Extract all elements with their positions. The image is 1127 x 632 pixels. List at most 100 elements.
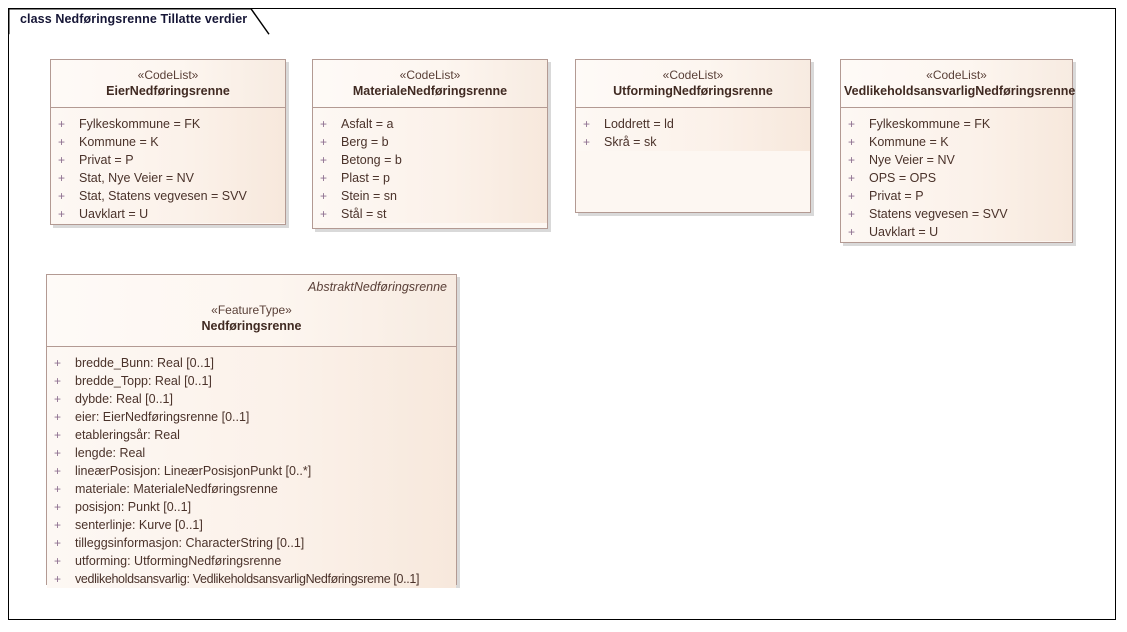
attribute-label: lineærPosisjon: LineærPosisjonPunkt [0..… <box>75 464 312 478</box>
class-attributes: +bredde_Bunn: Real [0..1]+bredde_Topp: R… <box>47 347 456 588</box>
class-attribute-row[interactable]: +Stat, Nye Veier = NV <box>51 169 285 187</box>
class-attribute-row[interactable]: +Plast = p <box>313 169 547 187</box>
class-attribute-row[interactable]: + Fylkeskommune = FK <box>841 115 1072 133</box>
class-box-materiale-nedforingsrenne[interactable]: «CodeList» MaterialeNedføringsrenne + Asf… <box>312 59 548 229</box>
class-attribute-row[interactable]: +Fylkeskommune = FK <box>51 115 285 133</box>
class-attribute-row[interactable]: +OPS = OPS <box>841 169 1072 187</box>
attribute-visibility: + <box>320 207 328 221</box>
attribute-visibility: + <box>54 536 62 550</box>
class-attribute-row[interactable]: + Asfalt = a <box>313 115 547 133</box>
class-attribute-row[interactable]: +Betong = b <box>313 151 547 169</box>
attribute-visibility: + <box>848 207 856 221</box>
attribute-visibility: + <box>54 374 62 388</box>
attribute-visibility: + <box>58 207 66 221</box>
class-attribute-row[interactable]: + dybde: Real [0..1] <box>47 390 456 408</box>
attribute-label: Berg = b <box>341 135 389 149</box>
attribute-visibility: + <box>58 171 66 185</box>
attribute-label: posisjon: Punkt [0..1] <box>75 500 192 514</box>
class-attribute-row[interactable]: + eier: EierNedføringsrenne [0..1] <box>47 408 456 426</box>
attribute-label: Fylkeskommune = FK <box>79 117 201 131</box>
class-attribute-row[interactable]: +Kommune = K <box>51 133 285 151</box>
class-header: «CodeList» MaterialeNedføringsrenne <box>313 60 547 108</box>
attribute-visibility: + <box>583 135 591 149</box>
attribute-visibility: + <box>58 153 66 167</box>
class-attribute-row[interactable]: +Stat, Statens vegvesen = SVV <box>51 187 285 205</box>
class-attribute-row[interactable]: +Berg = b <box>313 133 547 151</box>
class-attribute-row[interactable]: + senterlinje: Kurve [0..1] <box>47 516 456 534</box>
attribute-label: Privat = P <box>869 189 924 203</box>
attribute-visibility: + <box>54 410 62 424</box>
class-attribute-row[interactable]: + Statens vegvesen = SVV <box>841 205 1072 223</box>
class-attribute-row[interactable]: + posisjon: Punkt [0..1] <box>47 498 456 516</box>
attribute-visibility: + <box>583 117 591 131</box>
attribute-visibility: + <box>54 554 62 568</box>
class-name: Nedføringsrenne <box>201 319 302 333</box>
class-attribute-row[interactable]: + Uavklart = U <box>841 223 1072 241</box>
attribute-label: Stat, Statens vegvesen = SVV <box>79 189 247 203</box>
class-attribute-row[interactable]: + tilleggsinformasjon: CharacterString [0… <box>47 534 456 552</box>
attribute-visibility: + <box>320 171 328 185</box>
attribute-label: vedlikeholdsansvarlig: Vedlikeholdsansva… <box>75 572 420 586</box>
attribute-visibility: + <box>848 135 856 149</box>
class-header: «CodeList» VedlikeholdsansvarligNedførin… <box>841 60 1076 108</box>
attribute-label: Statens vegvesen = SVV <box>869 207 1008 221</box>
attribute-visibility: + <box>54 500 62 514</box>
class-attribute-row[interactable]: + Stål = st <box>313 205 547 223</box>
attribute-label: Asfalt = a <box>341 117 394 131</box>
attribute-visibility: + <box>320 153 328 167</box>
attribute-label: tilleggsinformasjon: CharacterString [0.… <box>75 536 305 550</box>
class-stereotype: «FeatureType» <box>211 303 292 317</box>
class-attribute-row[interactable]: +etableringsår: Real <box>47 426 456 444</box>
class-attribute-row[interactable]: + Uavklart = U <box>51 205 285 223</box>
class-attribute-row[interactable]: + lineærPosisjon: LineærPosisjonPunkt [0.… <box>47 462 456 480</box>
attribute-label: bredde_Topp: Real [0..1] <box>75 374 212 388</box>
class-attribute-row[interactable]: +vedlikeholdsansvarlig: Vedlikeholdsansv… <box>47 570 456 588</box>
attribute-label: materiale: MaterialeNedføringsrenne <box>75 482 278 496</box>
attribute-label: dybde: Real [0..1] <box>75 392 173 406</box>
class-box-nedforingsrenne[interactable]: AbstraktNedføringsrenne «FeatureType» Ne… <box>46 274 457 588</box>
class-attribute-row[interactable]: +Privat = P <box>841 187 1072 205</box>
class-attributes: + Loddrett = ld +Skrå = sk <box>576 108 810 151</box>
attribute-visibility: + <box>58 135 66 149</box>
class-attribute-row[interactable]: + Kommune = K <box>841 133 1072 151</box>
attribute-label: Uavklart = U <box>79 207 149 221</box>
class-stereotype: «CodeList» <box>399 68 461 82</box>
attribute-visibility: + <box>848 117 856 131</box>
class-name: VedlikeholdsansvarligNedføringsrenne <box>844 84 1076 98</box>
class-attribute-row[interactable]: + bredde_Topp: Real [0..1] <box>47 372 456 390</box>
attribute-label: Uavklart = U <box>869 225 939 239</box>
attribute-label: Fylkeskommune = FK <box>869 117 991 131</box>
attribute-label: Privat = P <box>79 153 134 167</box>
class-box-utforming-nedforingsrenne[interactable]: «CodeList» UtformingNedføringsrenne +Lod… <box>575 59 811 213</box>
attribute-visibility: + <box>848 153 856 167</box>
attribute-visibility: + <box>54 518 62 532</box>
attribute-label: OPS = OPS <box>869 171 937 185</box>
attribute-visibility: + <box>54 464 62 478</box>
class-attribute-row[interactable]: + Privat = P <box>51 151 285 169</box>
class-box-eier-nedforingsrenne[interactable]: «CodeList» EierNedføringsrenne +Fylkesko… <box>50 59 286 225</box>
class-header: «CodeList» EierNedføringsrenne <box>51 60 285 108</box>
attribute-visibility: + <box>54 428 62 442</box>
class-attribute-row[interactable]: +bredde_Bunn: Real [0..1] <box>47 354 456 372</box>
class-attribute-row[interactable]: +utforming: UtformingNedføringsrenne <box>47 552 456 570</box>
diagram-title-text: class Nedføringsrenne Tillatte verdier <box>20 12 248 26</box>
class-name: EierNedføringsrenne <box>106 84 230 98</box>
attribute-label: Stål = st <box>341 207 387 221</box>
attribute-visibility: + <box>320 117 328 131</box>
attribute-label: Kommune = K <box>869 135 949 149</box>
attribute-label: Loddrett = ld <box>604 117 674 131</box>
attribute-visibility: + <box>54 392 62 406</box>
class-attributes: +Asfalt = a+Berg = b+Betong = b+Plast = … <box>313 108 547 223</box>
class-attribute-row[interactable]: +Stein = sn <box>313 187 547 205</box>
class-attribute-row[interactable]: +Skrå = sk <box>576 133 810 151</box>
attribute-label: bredde_Bunn: Real [0..1] <box>75 356 214 370</box>
class-attribute-row[interactable]: +Nye Veier = NV <box>841 151 1072 169</box>
attribute-label: senterlinje: Kurve [0..1] <box>75 518 203 532</box>
attribute-label: eier: EierNedføringsrenne [0..1] <box>75 410 250 424</box>
class-attribute-row[interactable]: +lengde: Real <box>47 444 456 462</box>
attribute-visibility: + <box>848 225 856 239</box>
class-attribute-row[interactable]: +materiale: MaterialeNedføringsrenne <box>47 480 456 498</box>
attribute-label: Stein = sn <box>341 189 397 203</box>
class-box-vedlikeholdsansvarlig-nedforingsrenne[interactable]: «CodeList» VedlikeholdsansvarligNedførin… <box>840 59 1076 243</box>
class-attribute-row[interactable]: + Loddrett = ld <box>576 115 810 133</box>
